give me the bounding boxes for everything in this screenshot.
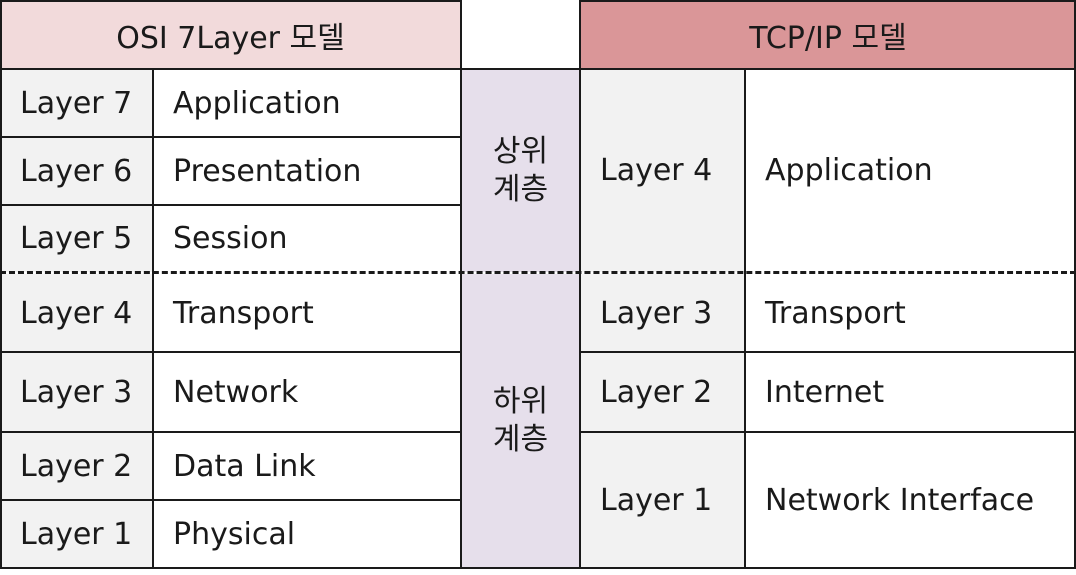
upper-tier-cell: 상위 계층 [461,69,580,272]
osi-header: OSI 7Layer 모델 [0,0,461,69]
lower-tier-line2: 계층 [492,422,549,457]
border-left [0,0,2,569]
border-top-tcp [580,0,1076,2]
osi-col-divider [152,69,154,569]
border-bottom [0,567,1076,569]
osi-middle-divider [460,0,462,569]
tcp-layer-1-label: Layer 1 [580,432,745,568]
border-right [1074,0,1076,569]
osi-layer-5-label: Layer 5 [0,205,153,272]
osi-layer-2-name: Data Link [153,432,461,500]
header-bottom-line [0,68,1076,70]
tcp-layer-2-label: Layer 2 [580,352,745,432]
tcp-layer-3-name: Transport [745,274,1076,352]
osi-layer-4-label: Layer 4 [0,274,153,352]
tcp-layer-2-name: Internet [745,352,1076,432]
osi-layer-1-name: Physical [153,500,461,568]
osi-layer-3-name: Network [153,352,461,432]
border-top-osi [0,0,461,2]
osi-row-line-6 [0,499,461,501]
tcp-row-line-1 [580,351,1076,353]
tcp-layer-4-name: Application [745,69,1076,272]
osi-row-line-1 [0,136,461,138]
osi-row-line-4 [0,351,461,353]
tcp-header: TCP/IP 모델 [580,0,1076,69]
tcp-col-divider [744,69,746,569]
osi-row-line-2 [0,204,461,206]
osi-layer-6-label: Layer 6 [0,137,153,205]
osi-layer-3-label: Layer 3 [0,352,153,432]
osi-layer-5-name: Session [153,205,461,272]
osi-layer-7-label: Layer 7 [0,69,153,137]
upper-lower-dashed-separator [0,271,1076,274]
tcp-layer-3-label: Layer 3 [580,274,745,352]
lower-tier-line1: 하위 [492,384,549,419]
upper-tier-line2: 계층 [492,171,549,207]
osi-layer-1-label: Layer 1 [0,500,153,568]
middle-tcp-divider [579,0,581,569]
osi-layer-2-label: Layer 2 [0,432,153,500]
lower-tier-cell: 하위 계층 [461,274,580,568]
tcp-layer-4-label: Layer 4 [580,69,745,272]
tcp-layer-1-name: Network Interface [745,432,1076,568]
tcp-row-line-2 [580,431,1076,433]
osi-layer-4-name: Transport [153,274,461,352]
osi-layer-7-name: Application [153,69,461,137]
middle-header-blank [461,0,580,69]
osi-layer-6-name: Presentation [153,137,461,205]
upper-tier-line1: 상위 [492,133,549,169]
osi-row-line-5 [0,431,461,433]
